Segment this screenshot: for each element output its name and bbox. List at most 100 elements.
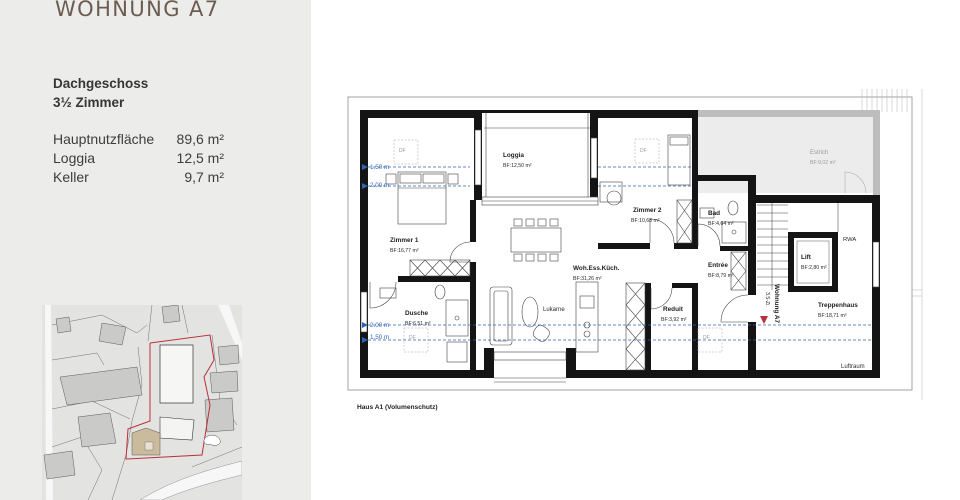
wall (672, 283, 698, 288)
plan-caption: Haus A1 (Volumenschutz) (357, 404, 438, 411)
height-label: 1.50 m (370, 164, 389, 171)
apartment-title: WOHNUNG A7 (55, 0, 220, 21)
wall (566, 370, 880, 378)
kitchen-counter (575, 281, 599, 353)
room-name-zimmer1: Zimmer 1 (390, 237, 419, 244)
chair (513, 218, 523, 227)
buildings (43, 305, 240, 480)
wardrobe-marks (676, 199, 693, 244)
parcel-line (111, 346, 143, 500)
wall (398, 276, 476, 282)
room-area-estrich: BF:9,02 m² (810, 160, 836, 166)
house-annex (144, 441, 154, 451)
neighbouring-house (131, 427, 161, 456)
building (161, 305, 181, 324)
area-value: 89,6 m² (176, 131, 224, 147)
wall (720, 246, 748, 251)
kitchen-sink (579, 295, 595, 309)
chair (537, 253, 547, 262)
floor-plan: DF DF DF DF 1.50 m 2.00 m 2.00 m 1.50 m … (347, 89, 923, 411)
dining-table (510, 227, 562, 253)
wall (748, 195, 880, 203)
double-bed (397, 171, 447, 225)
lift-cabin (796, 240, 830, 284)
area-row: Loggia 12,5 m² (53, 149, 224, 168)
roof-window-label: DF (409, 335, 416, 341)
door-zimmer1 (449, 241, 471, 263)
window (474, 129, 482, 186)
height-lines: 1.50 m 2.00 m 2.00 m 1.50 m (362, 164, 872, 343)
entrance-marker (760, 316, 768, 324)
room-name-loggia: Loggia (503, 152, 524, 159)
building (43, 450, 76, 480)
room-name-reduit: Reduit (663, 306, 684, 313)
area-label: Hauptnutzfläche (53, 131, 155, 147)
project-building (159, 344, 194, 404)
pillow (669, 136, 689, 146)
parcel-line (51, 352, 105, 366)
wall (645, 283, 651, 370)
wall (698, 175, 756, 181)
wall (470, 200, 476, 242)
road (139, 460, 242, 500)
door-zimmer2 (649, 218, 675, 244)
parcel-line (51, 436, 103, 500)
tall-cabinet (625, 282, 646, 371)
chair (549, 218, 559, 227)
room-name-dusche: Dusche (405, 310, 429, 317)
chair (549, 253, 559, 262)
room-name-zimmer2: Zimmer 2 (633, 207, 662, 214)
rooms-label: 3½ Zimmer (53, 95, 125, 110)
room-area-lift: BF:2,80 m² (801, 265, 827, 271)
chair (513, 253, 523, 262)
height-label: 1.50 m (370, 334, 389, 341)
pillow (422, 173, 445, 184)
height-label: 2.00 m (370, 322, 389, 329)
plan-outline (347, 96, 913, 391)
room-area-dusche: BF:6,51 m² (405, 321, 431, 327)
wall (692, 283, 698, 370)
sofa (489, 286, 513, 346)
room-name-lift: Lift (801, 254, 812, 261)
rwa-label: RWA (843, 237, 856, 243)
wall (590, 110, 698, 118)
road (45, 305, 53, 500)
drain (454, 315, 460, 321)
pool (203, 434, 221, 446)
drain (731, 229, 737, 235)
chair (537, 218, 547, 227)
wardrobe (409, 259, 471, 277)
wall (360, 110, 368, 378)
lot-boundary (125, 334, 215, 460)
area-label: Keller (53, 169, 89, 185)
armchair (532, 324, 550, 342)
rwa-window (872, 241, 880, 288)
wardrobe-marks (730, 251, 747, 291)
wall (470, 282, 476, 370)
windows (360, 110, 880, 383)
washbasin (699, 207, 715, 219)
toilet (434, 284, 446, 300)
project-building (159, 416, 195, 441)
area-row: Keller 9,7 m² (53, 168, 224, 187)
wall (674, 243, 698, 249)
single-bed (667, 134, 691, 186)
height-marker (362, 322, 368, 328)
unit-summary: Dachgeschoss 3½ Zimmer (53, 74, 148, 112)
wall (598, 243, 650, 249)
nightstand (385, 173, 397, 185)
sofa-cushion (493, 290, 509, 342)
room-area-loggia: BF:12,50 m² (503, 163, 532, 169)
building (55, 316, 72, 334)
door-reduit (650, 287, 673, 310)
doors (369, 218, 749, 323)
wardrobe-marks (409, 259, 471, 277)
room-name-wohnen: Woh.Ess.Küch. (573, 265, 620, 272)
pillow (399, 173, 422, 184)
unit-type-label: 3.5-Zi. (764, 292, 770, 307)
cabinet-marks (625, 282, 646, 371)
building (98, 322, 127, 346)
parcel-line (147, 305, 153, 342)
roof-windows: DF DF DF DF (393, 138, 723, 353)
building (204, 397, 235, 433)
